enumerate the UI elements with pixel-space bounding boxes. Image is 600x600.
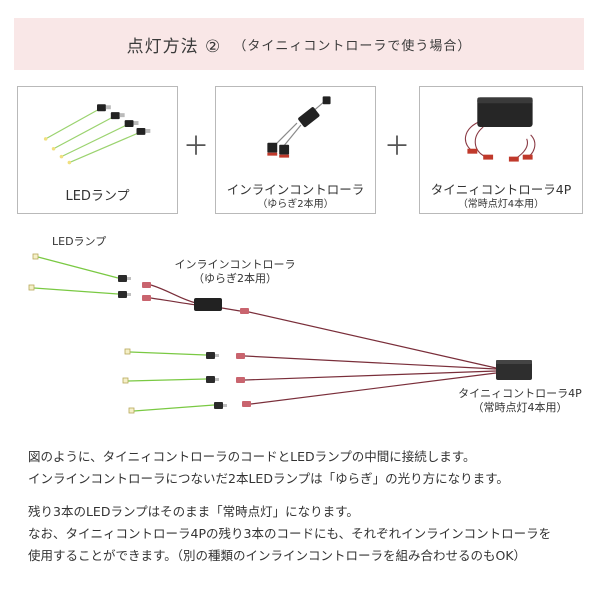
diagram-tiny-note: （常時点灯4本用） xyxy=(472,401,568,414)
diagram-inline-label: インラインコントローラ （ゆらぎ2本用） xyxy=(170,258,300,286)
page-subtitle: （タイニィコントローラで使う場合） xyxy=(233,38,472,54)
product-name-inline: インラインコントローラ xyxy=(226,182,365,197)
explanation-line: なお、タイニィコントローラ4Pの残り3本のコードにも、それぞれインラインコントロ… xyxy=(28,526,552,541)
tiny-controller-image xyxy=(465,97,536,162)
product-box-tiny: タイニィコントローラ4P （常時点灯4本用） xyxy=(419,86,583,214)
tiny-lead-connectors xyxy=(236,353,251,407)
led-wires xyxy=(33,256,215,412)
product-name-led: LEDランプ xyxy=(65,189,130,204)
diagram-led-label: LEDランプ xyxy=(52,235,107,248)
explanation-paragraph-2: 残り3本のLEDランプはそのまま「常時点灯」になります。 なお、タイニィコントロ… xyxy=(28,501,588,567)
wiring-diagram-svg xyxy=(28,253,532,414)
tiny-controller-body xyxy=(496,360,532,380)
product-note-tiny: （常時点灯4本用） xyxy=(457,199,545,210)
inline-wires xyxy=(150,284,241,312)
product-note-inline: （ゆらぎ2本用） xyxy=(257,199,334,210)
inline-controller-body xyxy=(194,298,222,311)
led-tips xyxy=(28,253,135,414)
diagram-tiny-name: タイニィコントローラ4P xyxy=(458,387,582,400)
led-plug-pins xyxy=(127,277,227,407)
diagram-inline-name: インラインコントローラ xyxy=(174,258,296,271)
led-lamps-image xyxy=(43,104,151,165)
product-name-tiny: タイニィコントローラ4P xyxy=(430,182,572,197)
product-box-inline: インラインコントローラ （ゆらぎ2本用） xyxy=(215,86,376,214)
inline-input-connectors xyxy=(142,282,151,301)
explanation-line: 図のように、タイニィコントローラのコードとLEDランプの中間に接続します。 xyxy=(28,449,476,464)
explanation-line: 残り3本のLEDランプはそのまま「常時点灯」になります。 xyxy=(28,504,359,519)
tiny-cables xyxy=(244,311,497,405)
inline-output-connector xyxy=(240,308,249,314)
diagram-tiny-label: タイニィコントローラ4P （常時点灯4本用） xyxy=(452,387,588,415)
diagram-inline-note: （ゆらぎ2本用） xyxy=(193,272,277,285)
inline-controller-image xyxy=(267,96,331,158)
plus-sign-2: ＋ xyxy=(384,132,411,162)
product-box-led: LEDランプ xyxy=(17,86,178,214)
explanation-paragraph-1: 図のように、タイニィコントローラのコードとLEDランプの中間に接続します。 イン… xyxy=(28,446,588,490)
plus-sign-1: ＋ xyxy=(183,132,210,162)
explanation-line: インラインコントローラにつないだ2本LEDランプは「ゆらぎ」の光り方になります。 xyxy=(28,471,509,486)
led-plugs xyxy=(118,275,223,409)
header-banner: 点灯方法 ② （タイニィコントローラで使う場合） xyxy=(14,18,584,70)
page-title: 点灯方法 ② xyxy=(126,36,222,57)
explanation-line: 使用することができます。（別の種類のインラインコントローラを組み合わせるのもOK… xyxy=(28,548,527,563)
wiring-diagram: LEDランプ インラインコントローラ （ゆらぎ2本用） タイニィコントローラ4P… xyxy=(0,225,600,435)
